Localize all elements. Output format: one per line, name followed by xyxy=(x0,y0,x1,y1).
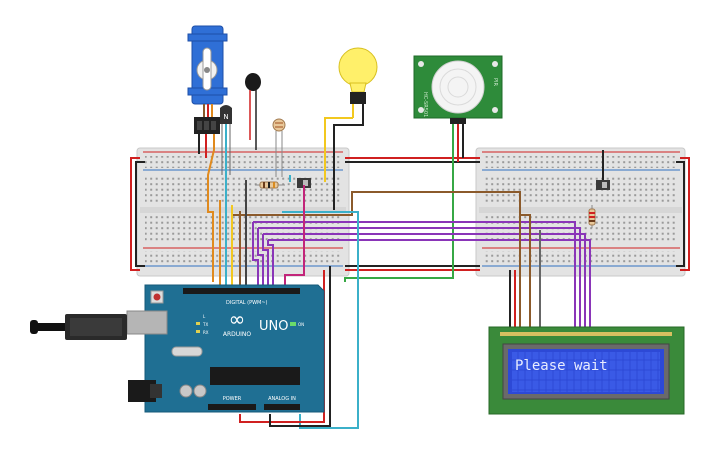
switch-left xyxy=(297,178,311,188)
transistor-icon: N xyxy=(220,105,232,175)
pir-text-right: PIR xyxy=(492,78,498,86)
lcd-module: Please wait xyxy=(488,326,685,415)
arduino-uno-board: ∞ ARDUINO UNO DIGITAL (PWM~) POWER ANALO… xyxy=(126,284,325,413)
resistor-left xyxy=(255,181,285,189)
arduino-brand: ARDUINO xyxy=(223,331,252,338)
buzzer-icon xyxy=(245,73,261,150)
usb-cable-icon xyxy=(30,314,127,340)
transistor-label: N xyxy=(223,113,228,121)
servo-leads xyxy=(198,134,215,282)
signal-wires xyxy=(219,175,591,429)
l-label: L xyxy=(203,314,206,319)
digital-label: DIGITAL (PWM~) xyxy=(226,300,268,306)
analog-label: ANALOG IN xyxy=(268,396,296,402)
on-label: ON xyxy=(298,322,304,327)
bulb-icon xyxy=(338,47,378,118)
power-label: POWER xyxy=(223,396,242,402)
breadboard-right xyxy=(475,147,686,277)
bulb-wires xyxy=(324,117,364,210)
tx-label: TX xyxy=(202,322,208,327)
servo-connector xyxy=(194,117,220,134)
arduino-model: UNO xyxy=(259,319,288,334)
power-jack-icon xyxy=(128,380,162,402)
photoresistor-icon xyxy=(272,118,286,177)
lcd-text: Please wait xyxy=(515,358,608,374)
switch-right xyxy=(596,150,610,190)
arduino-logo: ∞ xyxy=(229,307,246,331)
servo-icon xyxy=(187,25,228,105)
pir-text-left: HC-SR501 xyxy=(422,92,428,117)
rx-label: RX xyxy=(203,330,209,335)
pir-sensor-icon: HC-SR501 PIR xyxy=(413,55,503,124)
resistor-right xyxy=(588,205,596,228)
servo-wires xyxy=(203,104,213,118)
pir-wires xyxy=(344,124,464,282)
